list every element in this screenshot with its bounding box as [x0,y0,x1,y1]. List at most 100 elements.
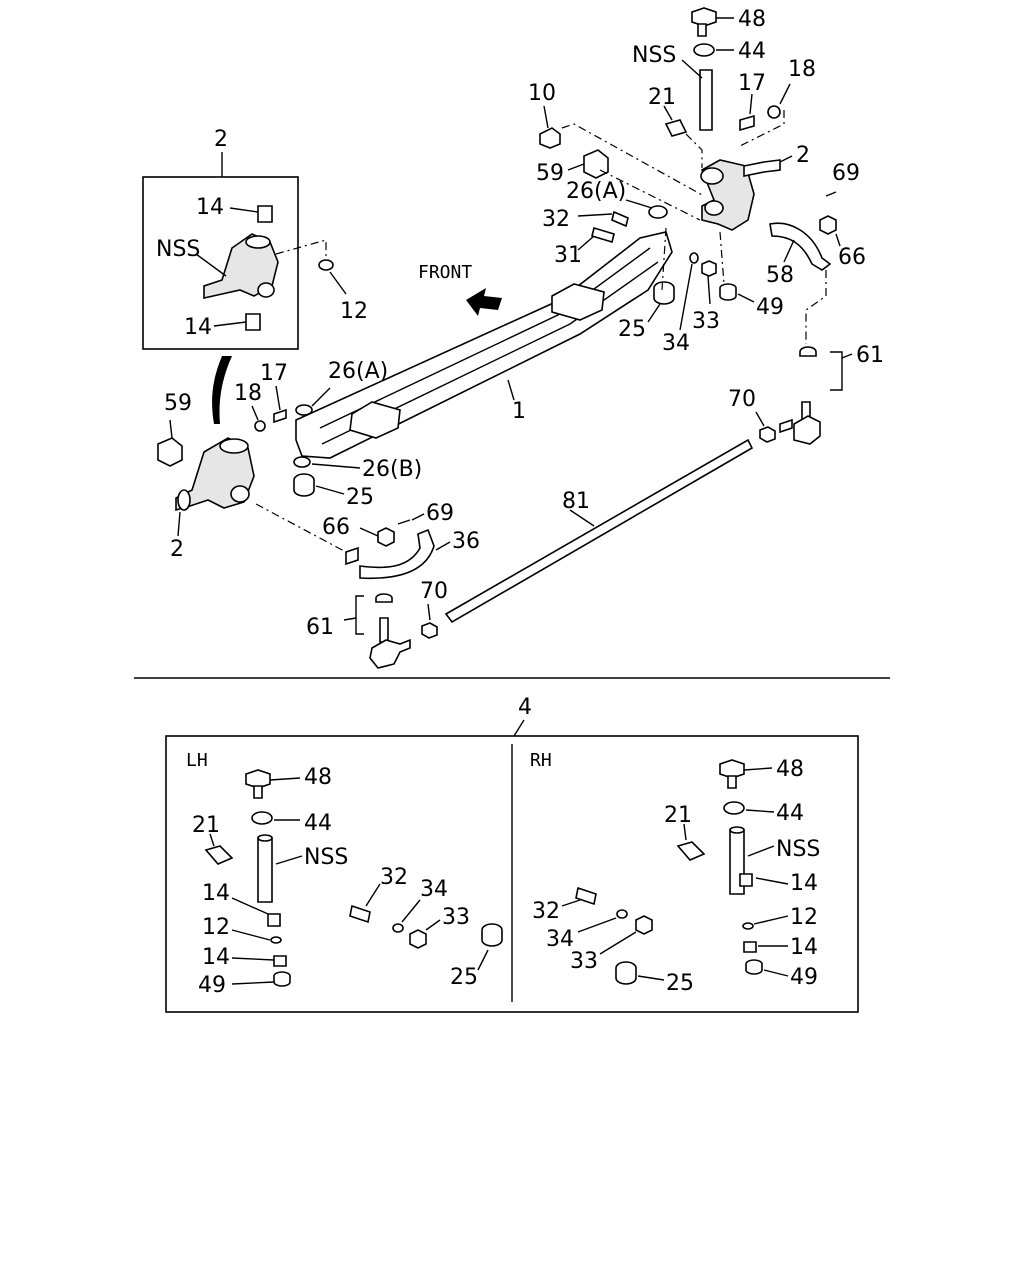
spring-pad-lh [349,401,401,439]
label-10: 10 [528,81,556,106]
label-17-rh: 17 [738,71,766,96]
bushing-25-rh [653,281,675,305]
upper-assembly: 2 14 14 NSS 12 2 59 18 [142,7,884,669]
label-12-lh-kit: 12 [202,915,230,940]
front-arrow [466,288,502,316]
nut-33-lh-kit [409,929,427,949]
nut-70-lh [421,622,438,639]
boot-61-rh [799,346,817,357]
label-49-rh-kit: 49 [790,965,818,990]
label-21-rh-kit: 21 [664,803,692,828]
oring-12-rh-kit [742,922,754,930]
label-1: 1 [512,399,526,424]
label-18-rh: 18 [788,57,816,82]
nut-70-rh [759,426,776,443]
arm-stud-36 [345,546,359,566]
label-32-rh-kit: 32 [532,899,560,924]
label-12: 12 [340,299,368,324]
label-25-lh: 25 [346,485,374,510]
ball-stud-61-lh [379,617,389,643]
steering-arm-36 [359,528,435,580]
bushing-14-lh-kit-bottom [273,955,287,967]
king-pin-nss-rh [699,69,713,131]
washer-34-rh [689,252,699,264]
label-14-inset-bottom: 14 [184,315,212,340]
label-69-lh: 69 [426,501,454,526]
knuckle-inset-box [142,176,299,350]
label-59-rh: 59 [536,161,564,186]
label-nss-rh-top: NSS [632,43,676,68]
bushing-25-lh [293,473,315,497]
bushing-14-rh-kit-bottom [743,941,757,953]
oring-12 [318,259,334,271]
label-69-rh: 69 [832,161,860,186]
cotter-pin-69-rh [825,191,837,197]
label-44-lh-kit: 44 [304,811,332,836]
spindle-rh [743,159,781,177]
king-pin-nss-lh-kit [257,837,273,903]
label-2-inset: 2 [214,127,228,152]
bushing-14-top [257,205,273,223]
nut-33-rh-kit [635,915,653,935]
inset-pointer-arrow [212,356,232,424]
label-nss-inset: NSS [156,237,200,262]
grease-fitting-21-rh-kit [676,841,706,861]
nut-66-rh [819,215,837,235]
label-nss-lh-kit: NSS [304,845,348,870]
tie-rod-end-61-rh [793,415,821,445]
pin-32-rh-kit [575,886,597,906]
label-48-lh-kit: 48 [304,765,332,790]
label-4: 4 [518,695,532,720]
label-12-rh-kit: 12 [790,905,818,930]
label-32-rh: 32 [542,207,570,232]
label-25-rh-kit: 25 [666,971,694,996]
label-81: 81 [562,489,590,514]
label-2-lh: 2 [170,537,184,562]
washer-34-rh-kit [616,909,628,919]
label-66-rh: 66 [838,245,866,270]
label-34-rh: 34 [662,331,690,356]
bushing-14-lh-kit-top [267,913,281,927]
spring-pad-rh [551,283,605,321]
label-48-rh-kit: 48 [776,757,804,782]
bolt-48-rh-kit [719,759,745,779]
kingpin-kit-4: 4 LH 48 44 NSS 21 14 12 14 49 [165,695,859,1013]
label-14-lh-kit-bottom: 14 [202,945,230,970]
label-49-rh-top: 49 [756,295,784,320]
label-14-rh-kit-bottom: 14 [790,935,818,960]
label-34-lh-kit: 34 [420,877,448,902]
label-33-rh: 33 [692,309,720,334]
label-44-rh-kit: 44 [776,801,804,826]
label-49-lh-kit: 49 [198,973,226,998]
label-70-lh: 70 [420,579,448,604]
nut-66-lh [377,527,395,547]
nut-18-lh [254,420,266,432]
label-36: 36 [452,529,480,554]
hub-cap-59-lh [157,437,183,467]
label-26b-lh: 26(B) [362,457,422,482]
label-17-lh: 17 [260,361,288,386]
label-nss-rh-kit: NSS [776,837,820,862]
washer-44-rh-top [693,43,715,57]
hub-cap-59-rh [583,149,609,179]
boot-61-lh [375,593,393,603]
label-21-lh-kit: 21 [192,813,220,838]
nut-33-rh [701,260,717,277]
cotter-pin-69-lh [397,519,411,525]
label-31: 31 [554,243,582,268]
label-21-rh-top: 21 [648,85,676,110]
label-70-rh: 70 [728,387,756,412]
tie-rod-81 [444,438,754,624]
label-61-rh: 61 [856,343,884,368]
bolt-48-rh-top [691,7,717,27]
shim-49-rh [719,283,737,301]
pin-32-rh [611,210,629,228]
rh-heading: RH [530,750,552,771]
label-26a-rh: 26(A) [566,179,626,204]
label-44-rh-top: 44 [738,39,766,64]
washer-44-lh-kit [251,811,273,825]
bolt-17-rh [739,114,755,132]
pin-32-lh-kit [349,904,371,924]
label-34-rh-kit: 34 [546,927,574,952]
oring-12-lh-kit [270,936,282,944]
